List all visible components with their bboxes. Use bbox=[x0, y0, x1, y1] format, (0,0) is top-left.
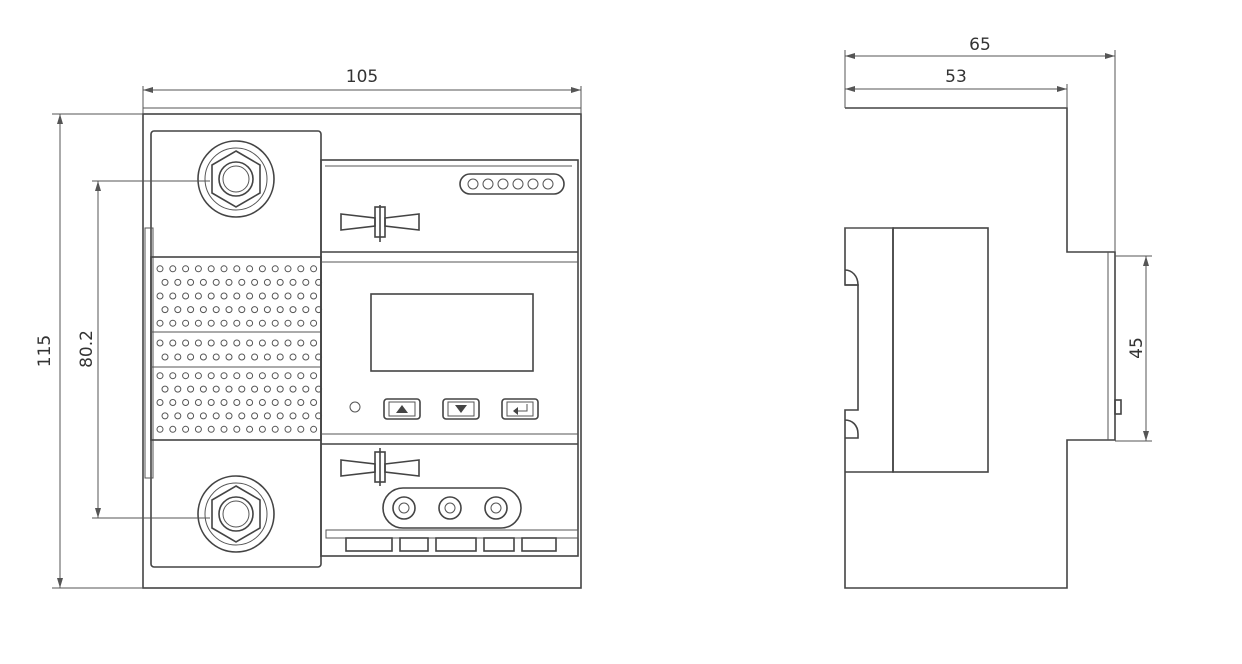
arrow-up-icon bbox=[396, 405, 408, 413]
lcd-display bbox=[370, 293, 534, 372]
depth-dimension-53: 53 bbox=[845, 67, 1068, 108]
rail-width-label: 45 bbox=[1127, 337, 1147, 359]
enter-button[interactable] bbox=[501, 398, 539, 420]
indicator-hole bbox=[349, 401, 361, 413]
arrow-down-icon bbox=[455, 405, 467, 413]
din-hook-upper bbox=[844, 269, 859, 286]
terminal-spacing-label: 80.2 bbox=[77, 330, 97, 368]
upper-mount-clip bbox=[340, 205, 420, 242]
bottom-terminal-nut bbox=[197, 475, 275, 553]
side-front-panel bbox=[892, 227, 989, 473]
core-texture-bottom bbox=[156, 372, 323, 433]
width-dimension-105: 105 bbox=[142, 67, 582, 108]
front-housing-outline bbox=[142, 113, 582, 589]
top-terminal-nut bbox=[197, 140, 275, 218]
side-body-outline bbox=[844, 107, 1116, 589]
depth-dimension-65: 65 bbox=[844, 35, 1116, 252]
side-clip-tab bbox=[1114, 399, 1122, 415]
voltage-terminal-block bbox=[382, 487, 522, 529]
core-texture-middle bbox=[156, 339, 323, 361]
up-button[interactable] bbox=[383, 398, 421, 420]
front-view bbox=[142, 107, 582, 589]
core-band bbox=[150, 256, 323, 441]
width-label: 105 bbox=[346, 67, 378, 87]
terminal-spacing-dimension: 80.2 bbox=[77, 180, 210, 519]
body-depth-label: 53 bbox=[945, 67, 967, 87]
lower-mount-clip bbox=[340, 448, 420, 486]
enter-icon bbox=[514, 404, 528, 412]
height-dimension-115: 115 bbox=[35, 113, 143, 589]
meter-module bbox=[320, 159, 579, 557]
down-button[interactable] bbox=[442, 398, 480, 420]
led-indicator-strip bbox=[459, 173, 565, 195]
total-depth-label: 65 bbox=[969, 35, 991, 55]
height-label: 115 bbox=[35, 335, 55, 367]
rail-dimension-45: 45 bbox=[1115, 255, 1152, 442]
side-view bbox=[844, 107, 1122, 589]
bottom-connector-row bbox=[325, 529, 579, 552]
core-texture-top bbox=[156, 265, 323, 327]
